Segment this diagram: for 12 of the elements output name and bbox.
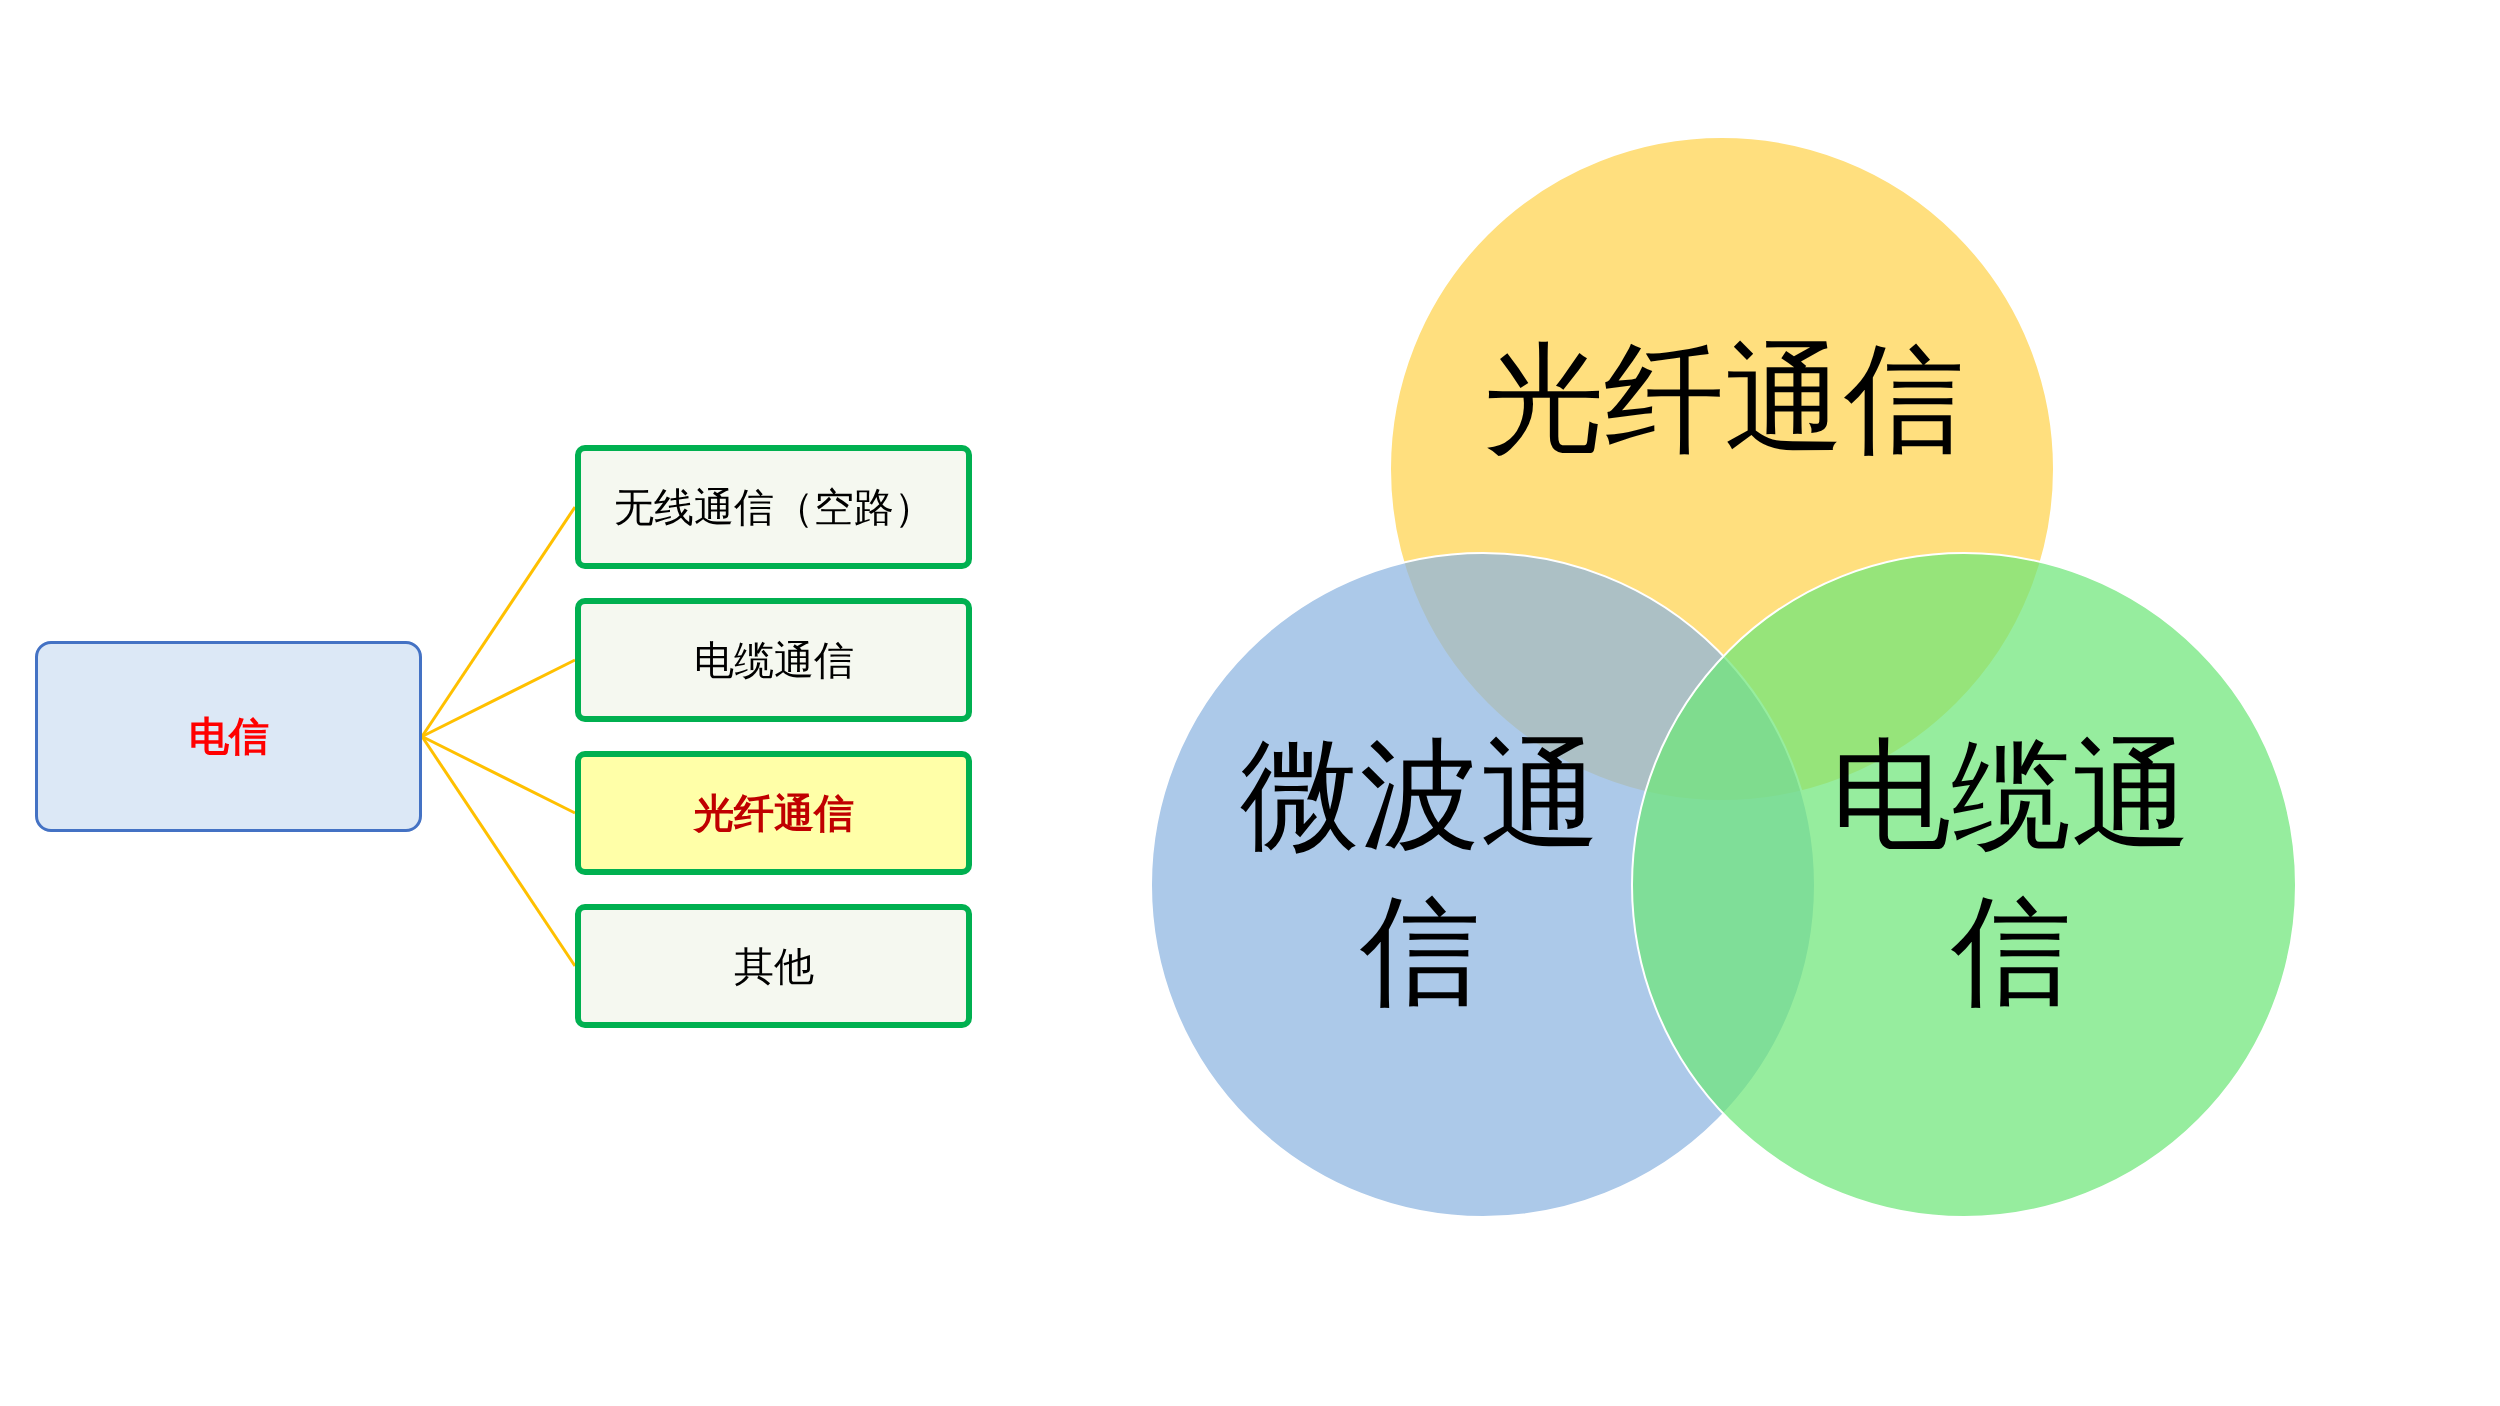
category-box: 其他 [575, 904, 972, 1028]
category-box: 无线通信（空路） [575, 445, 972, 569]
circle-label: 电缆通信 [1830, 724, 2192, 1022]
circle-label: 微波通信 [1239, 724, 1601, 1022]
connector-line [421, 658, 576, 738]
circle-label: 光纤通信 [1483, 328, 1965, 470]
category-box: 电缆通信 [575, 598, 972, 722]
connector-line [420, 735, 577, 967]
connector-line [420, 506, 577, 738]
root-box: 电信 [35, 641, 422, 832]
highlighted-category-box: 光纤通信 [575, 751, 972, 875]
connector-line [421, 735, 576, 815]
